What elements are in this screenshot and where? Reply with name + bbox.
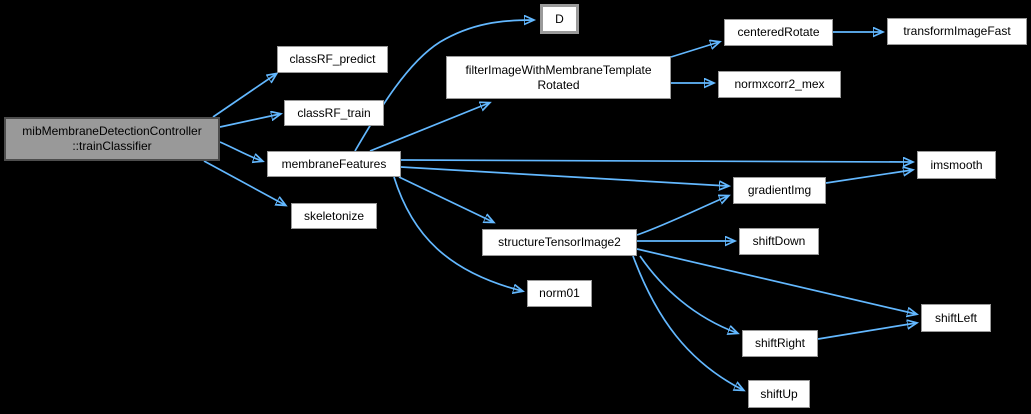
node-shiftLeft[interactable]: shiftLeft xyxy=(921,304,991,332)
node-filterImageWithMembraneTemplateRotated[interactable]: filterImageWithMembraneTemplate Rotated xyxy=(446,56,671,99)
node-membraneFeatures[interactable]: membraneFeatures xyxy=(267,151,401,177)
edge-trainClassifier-membraneFeatures xyxy=(219,141,262,161)
edge-membraneFeatures-gradientImg xyxy=(400,166,728,186)
node-classRF_train[interactable]: classRF_train xyxy=(284,100,384,126)
node-classRF_predict[interactable]: classRF_predict xyxy=(277,46,388,73)
node-filterImageWithMembraneTemplateRotated-label: filterImageWithMembraneTemplate Rotated xyxy=(465,62,652,92)
node-norm01[interactable]: norm01 xyxy=(527,280,592,307)
edge-filterImage-centeredRotate xyxy=(670,42,719,58)
node-trainClassifier-label: mibMembraneDetectionController ::trainCl… xyxy=(22,124,202,153)
node-classRF_train-label: classRF_train xyxy=(297,105,371,120)
node-centeredRotate-label: centeredRotate xyxy=(737,25,820,39)
node-shiftUp-label: shiftUp xyxy=(760,386,798,401)
edge-membraneFeatures-imsmooth xyxy=(400,160,912,162)
edge-trainClassifier-skeletonize xyxy=(203,160,285,205)
edge-membraneFeatures-filterImage xyxy=(369,103,489,152)
node-structureTensorImage2-label: structureTensorImage2 xyxy=(498,235,621,249)
node-imsmooth-label: imsmooth xyxy=(930,157,983,172)
edge-structureTensorImage2-shiftRight xyxy=(639,255,737,333)
node-D[interactable]: D xyxy=(540,4,579,34)
edge-gradientImg-imsmooth xyxy=(825,170,912,184)
node-gradientImg[interactable]: gradientImg xyxy=(733,177,826,204)
edge-shiftRight-shiftLeft xyxy=(817,323,916,340)
node-normxcorr2_mex[interactable]: normxcorr2_mex xyxy=(718,71,841,98)
node-centeredRotate[interactable]: centeredRotate xyxy=(724,19,833,46)
node-D-label: D xyxy=(555,11,564,26)
node-gradientImg-label: gradientImg xyxy=(747,183,812,197)
edge-structureTensorImage2-shiftLeft xyxy=(636,248,916,314)
node-structureTensorImage2[interactable]: structureTensorImage2 xyxy=(482,229,637,256)
node-shiftUp[interactable]: shiftUp xyxy=(748,380,810,408)
edge-membraneFeatures-norm01 xyxy=(393,176,522,291)
node-shiftDown[interactable]: shiftDown xyxy=(739,228,819,255)
node-norm01-label: norm01 xyxy=(539,286,580,300)
edge-membraneFeatures-structureTensorImage2 xyxy=(398,176,493,222)
node-shiftRight-label: shiftRight xyxy=(754,336,806,350)
node-membraneFeatures-label: membraneFeatures xyxy=(281,156,387,171)
edge-trainClassifier-classRF_train xyxy=(219,114,280,128)
node-trainClassifier: mibMembraneDetectionController ::trainCl… xyxy=(4,117,220,161)
edge-trainClassifier-classRF_predict xyxy=(212,74,276,118)
node-imsmooth[interactable]: imsmooth xyxy=(917,151,996,179)
node-transformImageFast[interactable]: transformImageFast xyxy=(887,18,1027,45)
node-shiftLeft-label: shiftLeft xyxy=(934,310,978,325)
node-shiftDown-label: shiftDown xyxy=(752,234,806,248)
node-shiftRight[interactable]: shiftRight xyxy=(742,330,818,357)
node-skeletonize-label: skeletonize xyxy=(303,208,365,223)
node-skeletonize[interactable]: skeletonize xyxy=(291,203,377,229)
node-normxcorr2_mex-label: normxcorr2_mex xyxy=(734,77,825,91)
node-transformImageFast-label: transformImageFast xyxy=(903,24,1011,38)
edge-structureTensorImage2-shiftUp xyxy=(632,255,743,390)
node-classRF_predict-label: classRF_predict xyxy=(289,52,376,66)
edge-structureTensorImage2-gradientImg xyxy=(636,196,728,236)
